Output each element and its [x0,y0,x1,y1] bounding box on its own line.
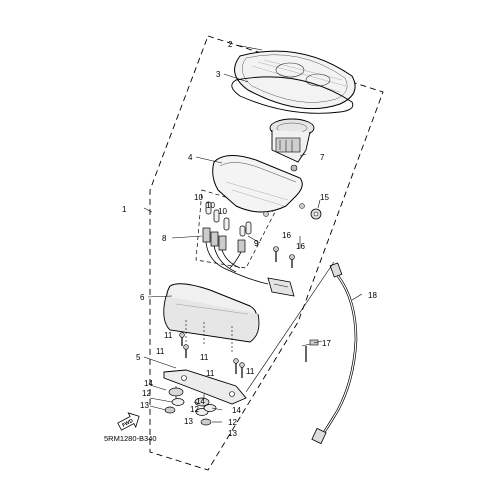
callout-12b: 12 [190,405,199,414]
callout-14b: 14 [196,397,205,406]
callout-1: 1 [122,205,127,214]
fwd-mark: FWD [121,418,134,429]
assembly-boundary [149,35,384,471]
callout-12a: 12 [142,389,151,398]
callout-13a: 13 [140,401,149,410]
callout-13c: 13 [228,429,237,438]
callout-10a: 10 [194,193,203,202]
speedometer-unit [269,118,315,172]
leader-lines [143,44,363,423]
meter-bracket-5 [163,369,247,412]
callout-12c: 12 [228,418,237,427]
meter-case-lower [163,283,260,352]
callout-2: 2 [228,40,233,49]
callout-14c: 14 [232,406,241,415]
meter-lens-cover [234,50,356,110]
callout-15: 15 [320,193,329,202]
grommet-15 [310,208,322,220]
callout-10c: 10 [218,207,227,216]
callout-6: 6 [140,293,145,302]
callout-9: 9 [254,239,259,248]
callout-17: 17 [322,339,331,348]
callout-18: 18 [368,291,377,300]
callout-11e: 11 [246,367,255,376]
fwd-arrow-icon: FWD [117,412,140,431]
callout-5: 5 [136,353,141,362]
callout-14a: 14 [144,379,153,388]
gasket-ring [231,76,354,114]
socket-cord-8 [202,227,295,297]
screws-11 [179,332,245,378]
callout-10b: 10 [206,201,215,210]
bulbs-10 [205,201,252,235]
bulb-9 [239,225,246,237]
callout-7: 7 [320,153,325,162]
callout-16b: 16 [296,242,305,251]
meter-case-upper [212,155,305,217]
callout-13b: 13 [184,417,193,426]
damper-set [164,387,217,426]
callout-11c: 11 [200,353,209,362]
callout-4: 4 [188,153,193,162]
speedometer-cable-18 [311,262,358,445]
callout-11b: 11 [156,347,165,356]
callout-11a: 11 [164,331,173,340]
callout-16a: 16 [282,231,291,240]
callout-8: 8 [162,234,167,243]
drawing-code: 5RM1280-B340 [104,434,157,443]
bolt-17 [301,339,319,362]
callout-3: 3 [216,70,221,79]
callout-11d: 11 [206,369,215,378]
screws-16 [273,246,295,268]
